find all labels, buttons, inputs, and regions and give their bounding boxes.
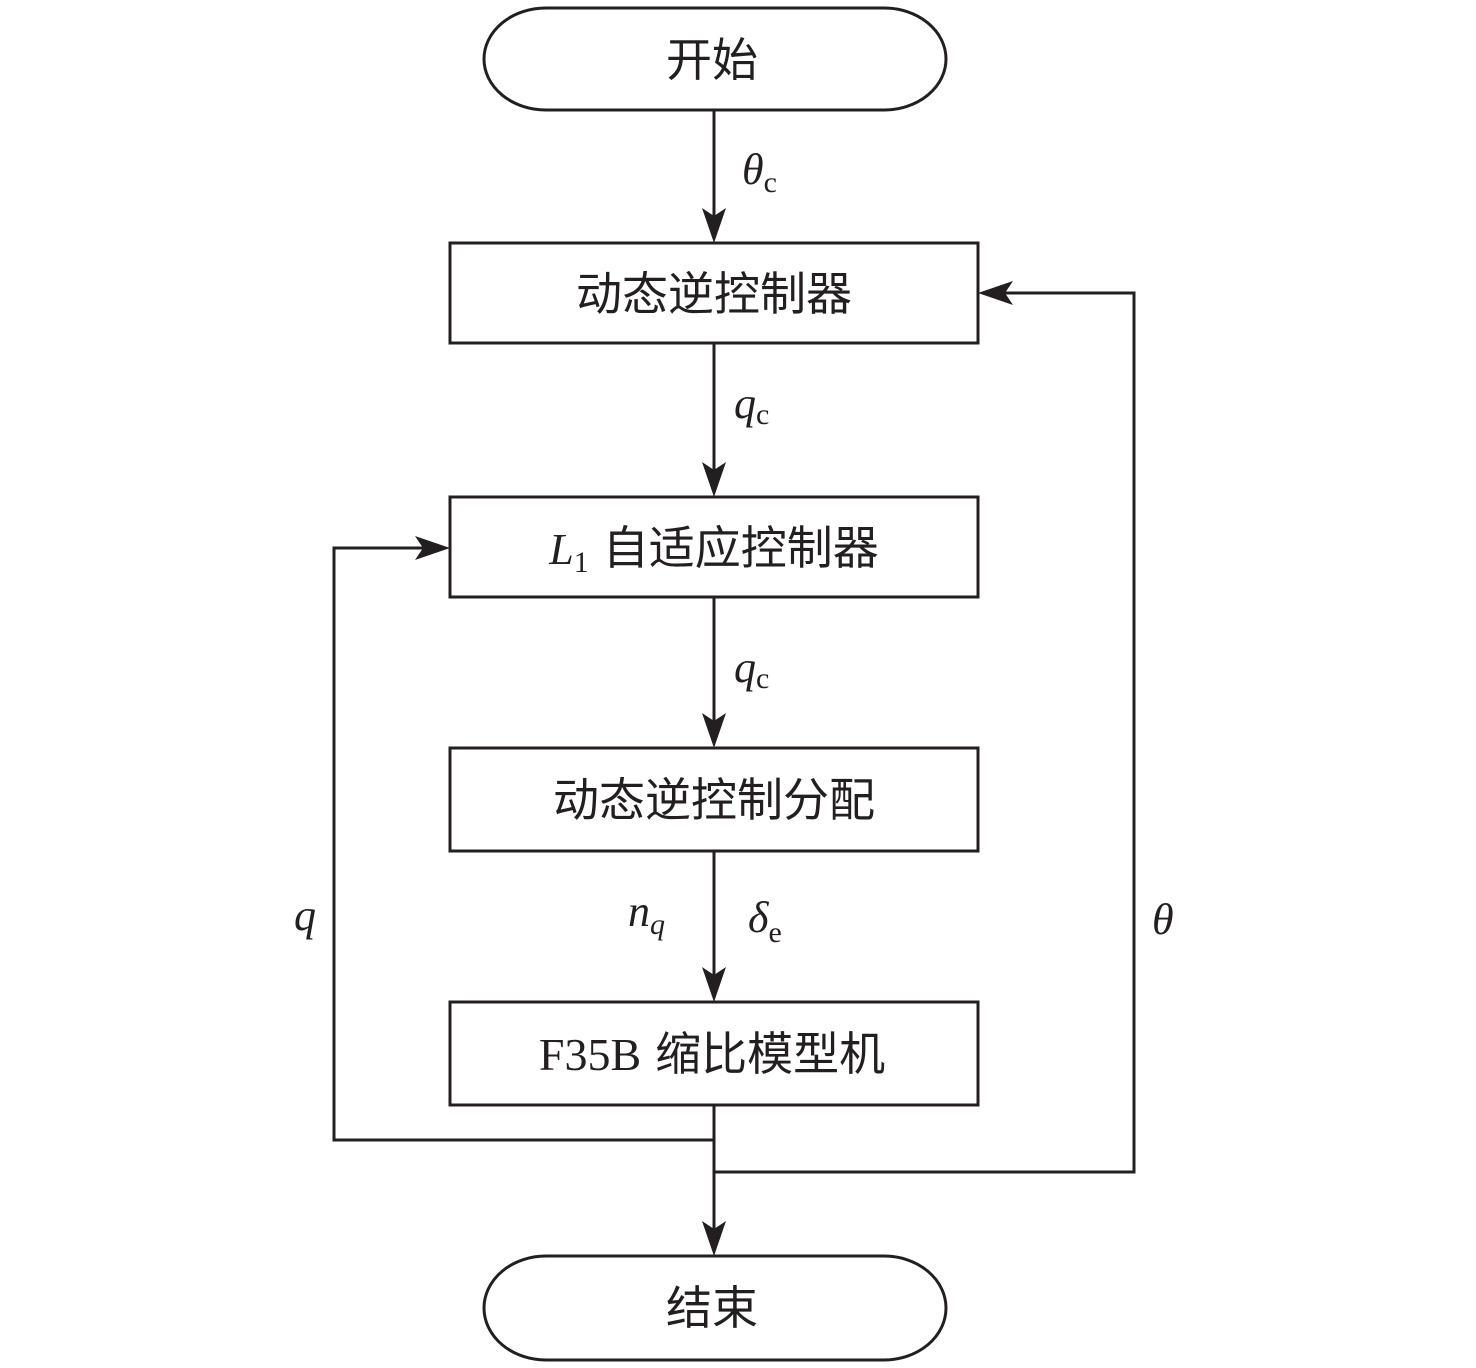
feedback-line <box>332 546 714 1142</box>
aircraft-box <box>448 1000 980 1107</box>
delta-subscript: e <box>768 916 781 949</box>
edge-label-delta-e: δe <box>748 893 782 949</box>
arrow-right-icon <box>415 536 450 560</box>
node-start: 开始 <box>482 6 948 112</box>
edge-label-n-q: nq <box>628 887 665 941</box>
theta-subscript: c <box>764 166 777 199</box>
edge-start-to-ndi-controller: θc <box>702 110 777 243</box>
n-subscript: q <box>650 908 665 941</box>
feedback-line <box>714 291 1136 1174</box>
node-l1-controller: L1 自适应控制器 <box>448 495 980 599</box>
feedback-label-theta: θ <box>1152 895 1174 944</box>
ndi-controller-box <box>448 241 980 345</box>
ndi-controller-label: 动态逆控制器 <box>576 267 852 321</box>
edge-l1-to-allocation: qc <box>702 597 769 748</box>
n-symbol: n <box>628 887 650 936</box>
l1-controller-text: 自适应控制器 <box>603 521 879 575</box>
edge-aircraft-to-end <box>702 1105 726 1256</box>
feedback-q-left: q <box>294 536 714 1142</box>
edge-ndi-to-l1: qc <box>702 343 769 497</box>
q-symbol: q <box>734 643 756 692</box>
arrow-down-icon <box>702 967 726 1002</box>
arrow-down-icon <box>702 713 726 748</box>
theta-symbol: θ <box>742 145 764 194</box>
arrow-down-icon <box>702 1221 726 1256</box>
start-label: 开始 <box>666 33 758 87</box>
l1-controller-label: L1 自适应控制器 <box>548 521 878 579</box>
ndi-allocation-label: 动态逆控制分配 <box>553 773 875 827</box>
node-ndi-allocation: 动态逆控制分配 <box>448 746 980 853</box>
node-ndi-controller: 动态逆控制器 <box>448 241 980 345</box>
edge-label-theta-c: θc <box>742 145 777 199</box>
arrow-left-icon <box>978 281 1013 305</box>
edge-label-q-c-2: qc <box>734 643 769 695</box>
q-symbol: q <box>734 379 756 428</box>
ndi-allocation-box <box>448 746 980 853</box>
end-label: 结束 <box>666 1281 758 1335</box>
feedback-theta-right: θ <box>714 281 1174 1174</box>
aircraft-model-code: F35B <box>539 1029 641 1080</box>
node-aircraft: F35B 缩比模型机 <box>448 1000 980 1107</box>
q-subscript: c <box>756 662 769 695</box>
aircraft-label: F35B 缩比模型机 <box>539 1027 885 1081</box>
edge-allocation-to-aircraft: nq δe <box>628 851 782 1002</box>
end-terminator-shape <box>482 1254 948 1362</box>
arrow-down-icon <box>702 208 726 243</box>
aircraft-model-text: 缩比模型机 <box>655 1027 885 1081</box>
edge-label-q-c-1: qc <box>734 379 769 431</box>
l1-symbol: L <box>548 525 573 574</box>
node-end: 结束 <box>482 1254 948 1362</box>
delta-symbol: δ <box>748 893 770 942</box>
l1-subscript: 1 <box>574 546 589 579</box>
q-subscript: c <box>756 398 769 431</box>
feedback-label-q: q <box>294 891 316 940</box>
arrow-down-icon <box>702 462 726 497</box>
